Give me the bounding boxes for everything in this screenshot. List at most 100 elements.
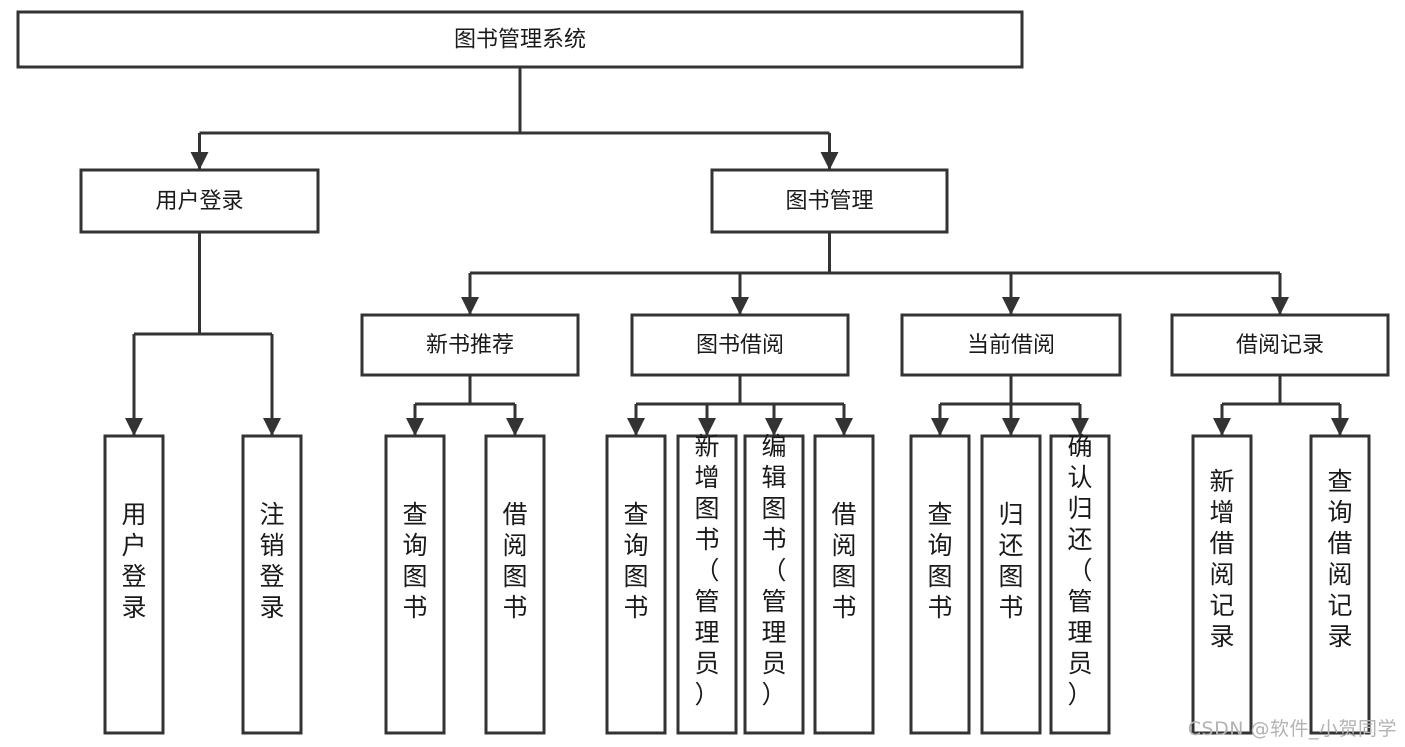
node-box-user-login: [79, 168, 320, 234]
node-label-leaf-logout-char-1: 销: [259, 531, 284, 560]
node-label-nbr-query-book-char-1: 询: [402, 531, 427, 560]
node-book-management[interactable]: 图书管理: [710, 168, 949, 234]
node-book-borrow[interactable]: 图书借阅: [630, 313, 850, 377]
arrow-head: [1002, 297, 1020, 315]
node-label-leaf-logout-char-2: 登: [259, 562, 284, 591]
node-box-root: [16, 10, 1024, 69]
node-label-bb-edit-book-char-0: 编: [761, 432, 786, 461]
arrow-head: [835, 418, 853, 436]
node-label-cb-confirm-return-char-2: 归: [1067, 494, 1092, 523]
node-box-bb-add-book: [676, 434, 738, 735]
node-label-nbr-query-book-char-3: 书: [402, 593, 427, 622]
csdn-watermark: CSDN @软件_小贺同学: [1187, 718, 1397, 740]
node-box-cb-confirm-return: [1049, 434, 1111, 735]
node-label-cb-confirm-return-char-1: 认: [1067, 463, 1092, 492]
arrow-head: [125, 418, 143, 436]
node-label-cb-query-book-char-3: 书: [927, 593, 952, 622]
node-box-bb-edit-book: [743, 434, 805, 735]
node-label-br-add-record-char-2: 借: [1209, 529, 1234, 558]
node-label-bb-add-book-char-0: 新: [694, 432, 719, 461]
node-label-current-borrow: 当前借阅: [967, 333, 1055, 358]
node-root[interactable]: 图书管理系统: [16, 10, 1024, 69]
node-label-nbr-borrow-book-char-3: 书: [502, 593, 527, 622]
node-box-nbr-borrow-book: [484, 434, 546, 735]
node-label-borrow-record: 借阅记录: [1236, 333, 1324, 358]
arrow-head: [731, 297, 749, 315]
node-label-bb-add-book-char-6: 理: [694, 618, 719, 647]
node-box-bb-borrow-book: [813, 434, 875, 735]
node-label-br-add-record-char-4: 记: [1209, 591, 1234, 620]
node-label-br-add-record-char-0: 新: [1209, 467, 1234, 496]
node-label-br-query-record-char-3: 阅: [1327, 560, 1352, 589]
node-label-user-login: 用户登录: [155, 189, 243, 214]
node-label-cb-confirm-return-char-8: ）: [1067, 680, 1092, 709]
node-label-bb-edit-book-char-3: 书: [761, 525, 786, 554]
node-label-bb-query-book-char-0: 查: [623, 500, 648, 529]
node-label-cb-confirm-return-char-3: 还: [1067, 525, 1092, 554]
node-label-cb-return-book-char-3: 书: [998, 593, 1023, 622]
node-label-cb-confirm-return-char-4: （: [1067, 556, 1092, 585]
node-user-login[interactable]: 用户登录: [79, 168, 320, 234]
node-label-nbr-borrow-book-char-2: 图: [502, 562, 527, 591]
node-label-br-add-record-char-5: 录: [1209, 622, 1234, 651]
node-label-leaf-user-login-char-3: 录: [121, 593, 146, 622]
node-new-book-rec[interactable]: 新书推荐: [360, 313, 580, 377]
node-label-nbr-borrow-book-char-1: 阅: [502, 531, 527, 560]
node-label-bb-borrow-book-char-1: 阅: [831, 531, 856, 560]
node-label-bb-add-book-char-7: 员: [694, 649, 719, 678]
node-label-bb-borrow-book-char-3: 书: [831, 593, 856, 622]
node-label-nbr-query-book-char-2: 图: [402, 562, 427, 591]
node-label-cb-query-book-char-2: 图: [927, 562, 952, 591]
arrow-head: [406, 418, 424, 436]
node-label-leaf-user-login-char-0: 用: [121, 500, 146, 529]
nodes-layer: 图书管理系统用户登录图书管理新书推荐图书借阅当前借阅借阅记录用户登录注销登录查询…: [16, 10, 1390, 735]
node-label-leaf-user-login-char-1: 户: [121, 531, 146, 560]
node-label-bb-edit-book-char-8: ）: [761, 680, 786, 709]
node-label-br-add-record-char-3: 阅: [1209, 560, 1234, 589]
node-label-cb-return-book-char-0: 归: [998, 500, 1023, 529]
node-label-bb-query-book-char-1: 询: [623, 531, 648, 560]
node-box-cb-query-book: [909, 434, 971, 735]
node-leaf-user-login[interactable]: 用户登录: [103, 434, 165, 735]
node-label-nbr-borrow-book-char-0: 借: [502, 500, 527, 529]
arrow-head: [190, 152, 209, 170]
node-box-borrow-record: [1170, 313, 1390, 377]
node-box-current-borrow: [900, 313, 1122, 377]
node-label-bb-edit-book-char-2: 图: [761, 494, 786, 523]
node-label-bb-add-book-char-5: 管: [694, 587, 719, 616]
node-label-bb-add-book-char-8: ）: [694, 680, 719, 709]
node-label-cb-query-book-char-1: 询: [927, 531, 952, 560]
node-label-new-book-rec: 新书推荐: [426, 333, 514, 358]
node-label-nbr-query-book-char-0: 查: [402, 500, 427, 529]
node-label-bb-add-book-char-2: 图: [694, 494, 719, 523]
node-box-bb-query-book: [605, 434, 667, 735]
node-box-br-add-record: [1191, 434, 1253, 735]
node-box-book-management: [710, 168, 949, 234]
node-label-leaf-user-login-char-2: 登: [121, 562, 146, 591]
node-borrow-record[interactable]: 借阅记录: [1170, 313, 1390, 377]
node-label-leaf-logout-char-3: 录: [259, 593, 284, 622]
node-current-borrow[interactable]: 当前借阅: [900, 313, 1122, 377]
arrow-head: [461, 297, 479, 315]
node-label-cb-return-book-char-1: 还: [998, 531, 1023, 560]
node-label-br-query-record-char-1: 询: [1327, 498, 1352, 527]
node-label-bb-add-book-char-3: 书: [694, 525, 719, 554]
node-label-bb-edit-book-char-1: 辑: [761, 463, 786, 492]
node-box-leaf-logout: [241, 434, 303, 735]
connectors-layer: [125, 67, 1349, 436]
node-label-cb-confirm-return-char-5: 管: [1067, 587, 1092, 616]
arrow-head: [1071, 418, 1089, 436]
